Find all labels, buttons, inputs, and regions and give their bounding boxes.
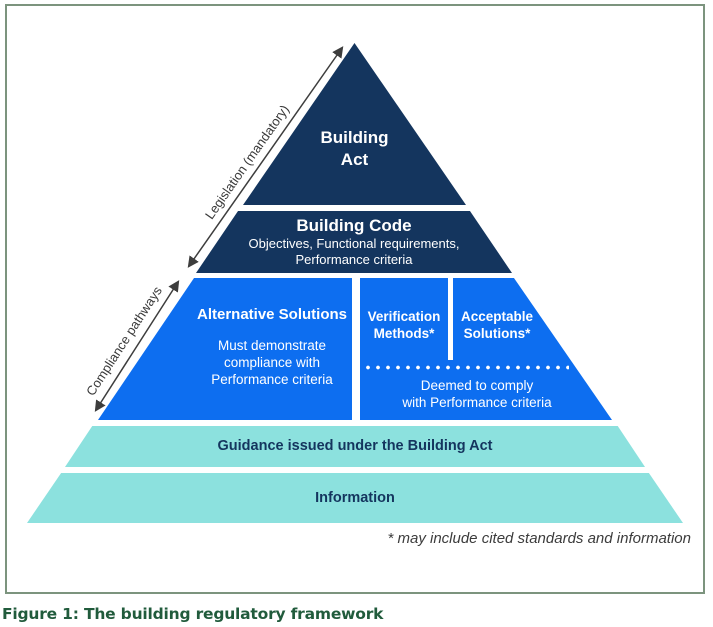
deemed-line1: Deemed to comply — [420, 378, 534, 393]
figure-caption: Figure 1: The building regulatory framew… — [2, 605, 384, 623]
alternative-solutions-text: Alternative Solutions Must demonstrate c… — [192, 278, 352, 388]
alt-sub-line3: Performance criteria — [211, 372, 333, 387]
verification-methods-label: Verification Methods* — [360, 308, 448, 342]
building-code-sub1: Objectives, Functional requirements, — [248, 236, 460, 251]
dotted-divider — [363, 365, 569, 370]
footnote: * may include cited standards and inform… — [387, 530, 691, 547]
verification-line2: Methods* — [373, 326, 435, 341]
building-act-line2: Act — [340, 150, 369, 169]
acceptable-line2: Solutions* — [463, 326, 531, 341]
alternative-solutions-title: Alternative Solutions — [196, 306, 348, 323]
building-act-line1: Building — [320, 128, 389, 147]
guidance-layer: Guidance issued under the Building Act — [65, 426, 645, 467]
deemed-line2: with Performance criteria — [402, 395, 552, 410]
acceptable-line1: Acceptable — [460, 309, 534, 324]
building-code-sub2: Performance criteria — [295, 252, 413, 267]
alternative-solutions-sub: Must demonstrate compliance with Perform… — [192, 337, 352, 388]
alt-sub-line2: compliance with — [223, 355, 321, 370]
verification-line1: Verification — [367, 309, 441, 324]
alt-sub-line1: Must demonstrate — [217, 338, 327, 353]
deemed-to-comply-label: Deemed to comply with Performance criter… — [370, 377, 584, 411]
building-code-title: Building Code — [296, 216, 412, 235]
vertical-divider — [448, 278, 453, 360]
information-layer: Information — [27, 473, 683, 523]
building-code-layer: Building Code Objectives, Functional req… — [196, 211, 512, 273]
acceptable-solutions-label: Acceptable Solutions* — [453, 308, 541, 342]
